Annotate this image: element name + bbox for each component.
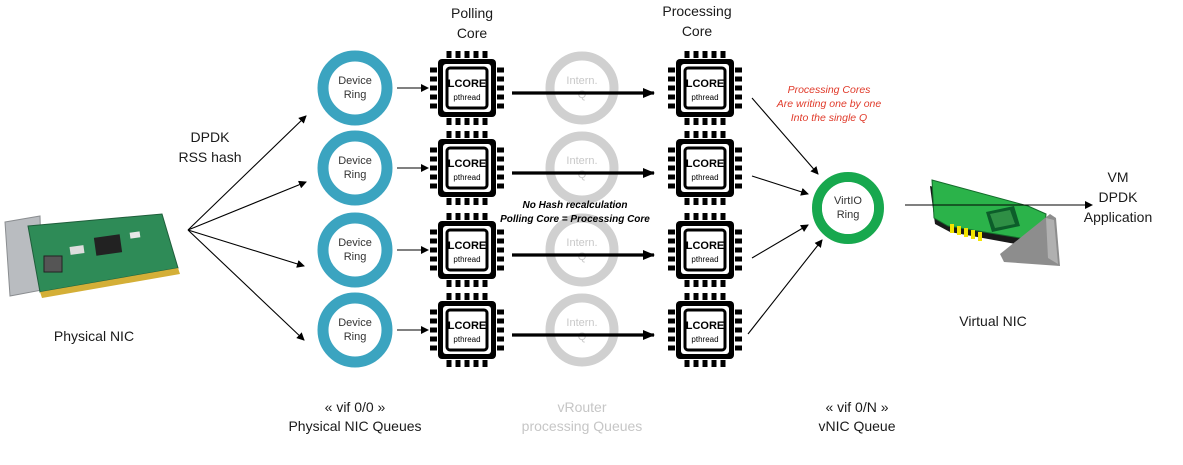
lcore-label: LCORE bbox=[686, 78, 725, 90]
physical-nic-label: Physical NIC bbox=[54, 328, 134, 344]
intern-q-ring: Intern. Q bbox=[545, 131, 619, 205]
intern-q-ring: Intern. Q bbox=[545, 293, 619, 367]
dpdk-rss-label-line1: DPDK bbox=[191, 129, 231, 145]
rss-fanout-arrows bbox=[187, 115, 307, 341]
intern-q-label-line1: Intern. bbox=[566, 237, 597, 249]
intern-q-label-line2: Q bbox=[578, 89, 587, 101]
dpdk-rss-label-line2: RSS hash bbox=[178, 149, 241, 165]
rss-arrow-4 bbox=[187, 229, 305, 341]
pthread-label: pthread bbox=[453, 335, 480, 344]
device-ring-label-line2: Ring bbox=[344, 251, 367, 263]
polling-core-header-line1: Polling bbox=[451, 5, 493, 21]
processing-note-line3: Into the single Q bbox=[791, 112, 867, 124]
vrouter-queues-label: processing Queues bbox=[522, 418, 643, 434]
device-ring-label-line2: Ring bbox=[344, 169, 367, 181]
processing-note-line2: Are writing one by one bbox=[776, 98, 882, 110]
processing-note-line1: Processing Cores bbox=[788, 84, 872, 96]
vm-application-label: Application bbox=[1084, 209, 1153, 225]
rss-arrow-3 bbox=[187, 229, 305, 268]
processing-core-chip: LCORE pthread bbox=[668, 51, 742, 125]
processing-core-header-line2: Core bbox=[682, 23, 713, 39]
lcore-label: LCORE bbox=[686, 240, 725, 252]
intern-q-label-line1: Intern. bbox=[566, 317, 597, 329]
pthread-label: pthread bbox=[691, 335, 718, 344]
virtio-ring-label-line1: VirtIO bbox=[834, 195, 862, 207]
virtual-nic-icon bbox=[930, 179, 1060, 266]
rss-arrow-2 bbox=[187, 180, 307, 231]
device-ring-label-line2: Ring bbox=[344, 89, 367, 101]
polling-core-header-line2: Core bbox=[457, 25, 488, 41]
polling-core-chip: LCORE pthread bbox=[430, 51, 504, 125]
pthread-label: pthread bbox=[691, 93, 718, 102]
vm-dpdk-label: DPDK bbox=[1099, 189, 1139, 205]
rss-arrow-1 bbox=[187, 115, 307, 231]
intern-q-label-line2: Q bbox=[578, 331, 587, 343]
polling-core-chip: LCORE pthread bbox=[430, 131, 504, 205]
virtio-converge-arrows bbox=[747, 97, 823, 335]
vrouter-label: vRouter bbox=[557, 399, 606, 415]
processing-core-chip: LCORE pthread bbox=[668, 293, 742, 367]
pthread-label: pthread bbox=[453, 173, 480, 182]
lcore-label: LCORE bbox=[448, 240, 487, 252]
polling-core-chip: LCORE pthread bbox=[430, 213, 504, 287]
vm-label: VM bbox=[1108, 169, 1129, 185]
lcore-label: LCORE bbox=[448, 320, 487, 332]
processing-core-chip: LCORE pthread bbox=[668, 131, 742, 205]
lcore-label: LCORE bbox=[686, 320, 725, 332]
pthread-label: pthread bbox=[691, 255, 718, 264]
queue-rows: DeviceRingLCOREpthreadIntern.QLCOREpthre… bbox=[317, 50, 742, 368]
device-ring-label-line1: Device bbox=[338, 75, 372, 87]
device-ring-label-line2: Ring bbox=[344, 331, 367, 343]
lcore-label: LCORE bbox=[686, 158, 725, 170]
no-hash-note-line1: No Hash recalculation bbox=[522, 200, 627, 211]
intern-q-label-line2: Q bbox=[578, 251, 587, 263]
processing-core-chip: LCORE pthread bbox=[668, 213, 742, 287]
virtio-ring: VirtIO Ring bbox=[812, 172, 884, 244]
polling-core-chip: LCORE pthread bbox=[430, 293, 504, 367]
lcore-label: LCORE bbox=[448, 158, 487, 170]
converge-arrow-1 bbox=[751, 97, 819, 175]
pthread-label: pthread bbox=[453, 93, 480, 102]
pthread-label: pthread bbox=[453, 255, 480, 264]
virtio-ring-label-line2: Ring bbox=[837, 209, 860, 221]
pthread-label: pthread bbox=[691, 173, 718, 182]
intern-q-label-line1: Intern. bbox=[566, 155, 597, 167]
no-hash-note-line2: Polling Core = Processing Core bbox=[500, 214, 650, 225]
intern-q-label-line2: Q bbox=[578, 169, 587, 181]
intern-q-ring: Intern. Q bbox=[545, 51, 619, 125]
vif00-label: « vif 0/0 » bbox=[325, 399, 386, 415]
device-ring-label-line1: Device bbox=[338, 155, 372, 167]
converge-arrow-4 bbox=[747, 239, 823, 335]
converge-arrow-3 bbox=[751, 224, 809, 259]
physical-queues-label: Physical NIC Queues bbox=[288, 418, 421, 434]
lcore-label: LCORE bbox=[448, 78, 487, 90]
intern-q-ring: Intern. Q bbox=[545, 213, 619, 287]
virtual-nic-label: Virtual NIC bbox=[959, 313, 1026, 329]
processing-core-header-line1: Processing bbox=[662, 3, 731, 19]
intern-q-label-line1: Intern. bbox=[566, 75, 597, 87]
physical-nic-icon bbox=[4, 213, 180, 298]
converge-arrow-2 bbox=[751, 175, 809, 196]
device-ring-label-line1: Device bbox=[338, 317, 372, 329]
vif0n-label: « vif 0/N » bbox=[825, 399, 888, 415]
device-ring-label-line1: Device bbox=[338, 237, 372, 249]
vnic-queue-label: vNIC Queue bbox=[818, 418, 895, 434]
